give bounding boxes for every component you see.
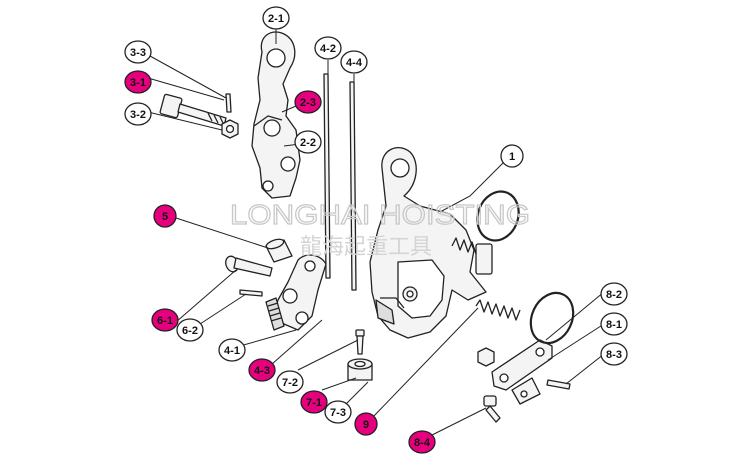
callout-1: 1: [500, 144, 524, 168]
callout-label: 4-3: [254, 365, 270, 377]
small-pin: [239, 289, 263, 297]
callout-label: 7-3: [330, 407, 346, 419]
callout-label: 3-2: [130, 109, 146, 121]
upper-shackle-plate: [251, 31, 301, 199]
callout-label: 2-2: [300, 137, 316, 149]
watermark: LONGHAI HOISTING 龍海起重工具: [229, 198, 530, 259]
callout-label: 6-2: [182, 325, 198, 337]
callout-9: 9: [354, 412, 378, 436]
callout-4-2: 4-2: [314, 36, 342, 60]
callout-label: 8-1: [606, 319, 622, 331]
callout-8-2: 8-2: [600, 282, 628, 306]
callout-badge-shape: [276, 370, 304, 394]
callout-label: 7-1: [306, 397, 322, 409]
callout-badge-shape: [300, 390, 328, 414]
callout-label: 3-1: [130, 77, 146, 89]
link-pin: [546, 379, 571, 390]
callout-label: 3-3: [130, 47, 146, 59]
callout-badge-shape: [500, 144, 524, 168]
link-bolt: [483, 395, 501, 423]
callout-badge-shape: [262, 6, 290, 30]
callout-badge-shape: [600, 342, 628, 366]
callout-badge-shape: [176, 318, 204, 342]
main-body: [369, 147, 493, 339]
callout-7-3: 7-3: [324, 400, 352, 424]
callout-badge-shape: [124, 70, 152, 94]
callout-2-1: 2-1: [262, 6, 290, 30]
callout-2-2: 2-2: [294, 130, 322, 154]
callout-2-3: 2-3: [294, 90, 322, 114]
callout-label: 1: [509, 151, 515, 163]
cam-assembly: [265, 254, 327, 331]
callout-badge-shape: [248, 358, 276, 382]
callout-label: 2-3: [300, 97, 316, 109]
long-pin-a: [323, 73, 331, 279]
callout-badge-shape: [124, 102, 152, 126]
parts: [159, 31, 575, 423]
callout-label: 5: [162, 211, 168, 223]
tension-spring: [475, 299, 521, 321]
callout-badge-shape: [324, 400, 352, 424]
callout-label: 7-2: [282, 377, 298, 389]
ring-handle: [476, 190, 520, 242]
callout-label: 4-2: [320, 43, 336, 55]
screw: [355, 329, 365, 355]
callout-badge-shape: [294, 130, 322, 154]
watermark-english: LONGHAI HOISTING: [230, 199, 530, 230]
callout-6-2: 6-2: [176, 318, 204, 342]
watermark-chinese: 龍海起重工具: [300, 234, 432, 259]
callout-label: 4-1: [224, 345, 240, 357]
callout-label: 8-3: [606, 349, 622, 361]
callout-badge-shape: [294, 90, 322, 114]
callouts: 1 2-1 2-2 2-3 3-1 3-2 3-3 4-1 4-2 4-3 4-4 5 6-1 6-2 7-…: [124, 6, 628, 454]
callout-badge-shape: [151, 308, 179, 332]
roller: [265, 238, 293, 263]
callout-badge-shape: [340, 50, 368, 74]
callout-badge-shape: [354, 412, 378, 436]
callout-badge-shape: [600, 312, 628, 336]
callout-badge-shape: [124, 40, 152, 64]
callout-8-4: 8-4: [408, 430, 436, 454]
callout-4-4: 4-4: [340, 50, 368, 74]
callout-badge-shape: [218, 338, 246, 362]
callout-5: 5: [153, 204, 177, 228]
callout-3-2: 3-2: [124, 102, 152, 126]
lower-ring: [529, 291, 575, 345]
callout-8-1: 8-1: [600, 312, 628, 336]
callout-badge-shape: [314, 36, 342, 60]
callout-label: 9: [363, 419, 369, 431]
callout-label: 4-4: [346, 57, 363, 69]
callout-6-1: 6-1: [151, 308, 179, 332]
callout-4-1: 4-1: [218, 338, 246, 362]
link-assembly: [491, 339, 553, 405]
callout-3-3: 3-3: [124, 40, 152, 64]
callout-8-3: 8-3: [600, 342, 628, 366]
callout-7-2: 7-2: [276, 370, 304, 394]
callout-7-1: 7-1: [300, 390, 328, 414]
bolt: [159, 93, 227, 127]
callout-3-1: 3-1: [124, 70, 152, 94]
bushing: [347, 358, 373, 381]
callout-badge-shape: [408, 430, 436, 454]
link-nut: [477, 347, 495, 367]
long-pin-b: [349, 81, 357, 291]
callout-badge-shape: [600, 282, 628, 306]
callout-badge-shape: [153, 204, 177, 228]
callout-label: 6-1: [157, 315, 173, 327]
callout-label: 8-2: [606, 289, 622, 301]
callout-4-3: 4-3: [248, 358, 276, 382]
leader-lines: [147, 28, 605, 437]
callout-label: 8-4: [414, 437, 431, 449]
shaft: [225, 255, 273, 277]
split-pin: [225, 93, 232, 113]
callout-label: 2-1: [268, 13, 284, 25]
